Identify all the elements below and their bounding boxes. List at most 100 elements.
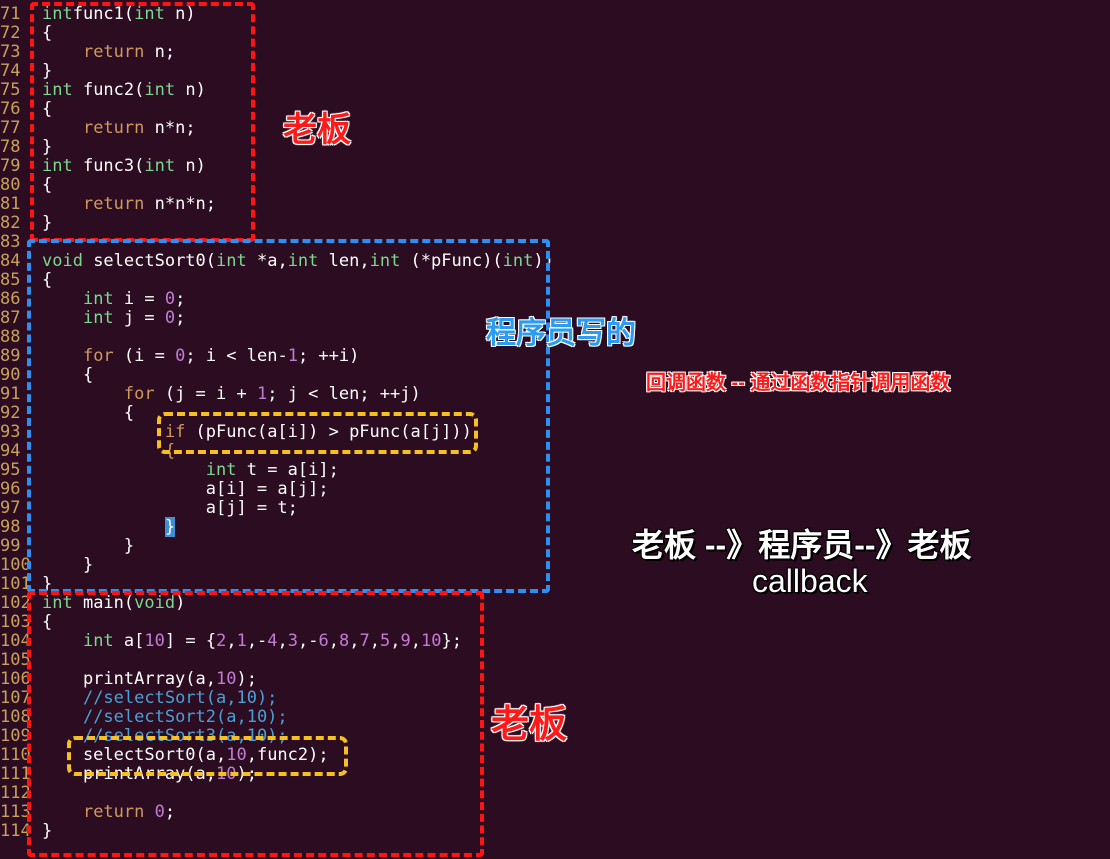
line-number: 89 <box>0 346 21 366</box>
code-line[interactable]: 100 } <box>0 556 1110 575</box>
code-line[interactable]: 80{ <box>0 176 1110 195</box>
code-line[interactable]: 108 //selectSort2(a,10); <box>0 708 1110 727</box>
code-token: 10 <box>216 669 237 689</box>
code-token: int <box>134 4 165 24</box>
code-token: } <box>42 555 94 575</box>
code-line[interactable]: 81 return n*n*n; <box>0 195 1110 214</box>
code-token <box>42 42 83 62</box>
code-token: return <box>82 194 145 214</box>
code-token: (j = i + <box>154 384 257 404</box>
code-token: { <box>42 23 53 43</box>
code-token: 10 <box>216 764 237 784</box>
code-token: } <box>42 821 53 841</box>
code-token: int <box>42 80 73 100</box>
code-line[interactable]: 105 <box>0 651 1110 670</box>
code-token: 5 <box>380 631 391 651</box>
line-number: 101 <box>0 574 31 594</box>
code-line[interactable]: 86 int i = 0; <box>0 290 1110 309</box>
code-line[interactable]: 106 printArray(a,10); <box>0 670 1110 689</box>
line-number: 83 <box>0 232 21 252</box>
code-text: } <box>33 575 52 594</box>
code-line[interactable]: 95 int t = a[i]; <box>0 461 1110 480</box>
code-line[interactable]: 114} <box>0 822 1110 841</box>
code-token: }; <box>441 631 462 651</box>
code-text: //selectSort2(a,10); <box>33 708 288 727</box>
code-token: 0 <box>164 289 176 309</box>
code-line[interactable]: 85{ <box>0 271 1110 290</box>
code-line[interactable]: 99 } <box>0 537 1110 556</box>
line-number: 105 <box>0 650 31 670</box>
code-line[interactable]: 72 { <box>0 24 1110 43</box>
code-line[interactable]: 93 if (pFunc(a[i]) > pFunc(a[j])) <box>0 423 1110 442</box>
code-token <box>42 707 83 727</box>
code-token: 6 <box>318 631 329 651</box>
code-text: { <box>33 24 52 43</box>
code-text: int j = 0; <box>33 309 185 328</box>
line-number: 103 <box>0 612 31 632</box>
code-line[interactable]: 76{ <box>0 100 1110 119</box>
code-line[interactable]: 82} <box>0 214 1110 233</box>
code-line[interactable]: 77 return n*n; <box>0 119 1110 138</box>
code-line[interactable]: 104 int a[10] = {2,1,-4,3,-6,8,7,5,9,10}… <box>0 632 1110 651</box>
code-text: if (pFunc(a[i]) > pFunc(a[j])) <box>33 423 472 442</box>
code-line[interactable]: 94 { <box>0 442 1110 461</box>
code-token: a[j] = t; <box>42 498 298 518</box>
code-token: ; <box>175 289 186 309</box>
line-number: 77 <box>0 118 21 138</box>
line-number: 90 <box>0 365 21 385</box>
code-token <box>42 441 165 461</box>
code-token: a[i] = a[j]; <box>42 479 329 499</box>
code-token: , <box>390 631 401 651</box>
line-number: 97 <box>0 498 21 518</box>
code-token: //selectSort2(a,10); <box>82 707 288 727</box>
code-line[interactable]: 90 { <box>0 366 1110 385</box>
code-line[interactable]: 73 return n; <box>0 43 1110 62</box>
code-line[interactable]: 91 for (j = i + 1; j < len; ++j) <box>0 385 1110 404</box>
code-token: 7 <box>359 631 370 651</box>
code-token: len, <box>318 251 370 271</box>
code-line[interactable]: 88 <box>0 328 1110 347</box>
code-token: 1 <box>287 346 298 366</box>
code-line[interactable]: 78} <box>0 138 1110 157</box>
code-text: for (j = i + 1; j < len; ++j) <box>33 385 421 404</box>
code-token <box>144 802 154 822</box>
code-text: int a[10] = {2,1,-4,3,-6,8,7,5,9,10}; <box>33 632 462 651</box>
code-text: int func3(int n) <box>33 157 206 176</box>
code-line[interactable]: 98 } <box>0 517 1110 537</box>
code-token <box>42 802 83 822</box>
code-token: ; j < len; ++j) <box>267 384 421 404</box>
code-line[interactable]: 83 <box>0 233 1110 252</box>
code-line[interactable]: 111 printArray(a,10); <box>0 765 1110 784</box>
code-token: int <box>42 156 73 176</box>
code-line[interactable]: 113 return 0; <box>0 803 1110 822</box>
code-line[interactable]: 103{ <box>0 613 1110 632</box>
callback-label: callback <box>752 563 868 599</box>
code-token: ; i < len- <box>185 346 288 366</box>
code-text: selectSort0(a,10,func2); <box>33 746 329 765</box>
code-token: } <box>42 213 53 233</box>
code-line[interactable]: 107 //selectSort(a,10); <box>0 689 1110 708</box>
line-number: 82 <box>0 213 21 233</box>
code-line[interactable]: 87 int j = 0; <box>0 309 1110 328</box>
code-token: 10 <box>421 631 442 651</box>
code-line[interactable]: 112 <box>0 784 1110 803</box>
code-line[interactable]: 89 for (i = 0; i < len-1; ++i) <box>0 347 1110 366</box>
code-token: void <box>134 593 176 613</box>
code-line[interactable]: 101} <box>0 575 1110 594</box>
code-line[interactable]: 74} <box>0 62 1110 81</box>
code-line[interactable]: 110 selectSort0(a,10,func2); <box>0 746 1110 765</box>
code-token: printArray(a, <box>42 669 216 689</box>
code-line[interactable]: 92 { <box>0 404 1110 423</box>
code-token <box>42 517 165 537</box>
code-line[interactable]: 96 a[i] = a[j]; <box>0 480 1110 499</box>
line-number: 72 <box>0 23 21 43</box>
code-line[interactable]: 97 a[j] = t; <box>0 499 1110 518</box>
code-text: a[i] = a[j]; <box>33 480 329 499</box>
line-number: 71 <box>0 4 21 24</box>
code-text: { <box>33 442 175 461</box>
